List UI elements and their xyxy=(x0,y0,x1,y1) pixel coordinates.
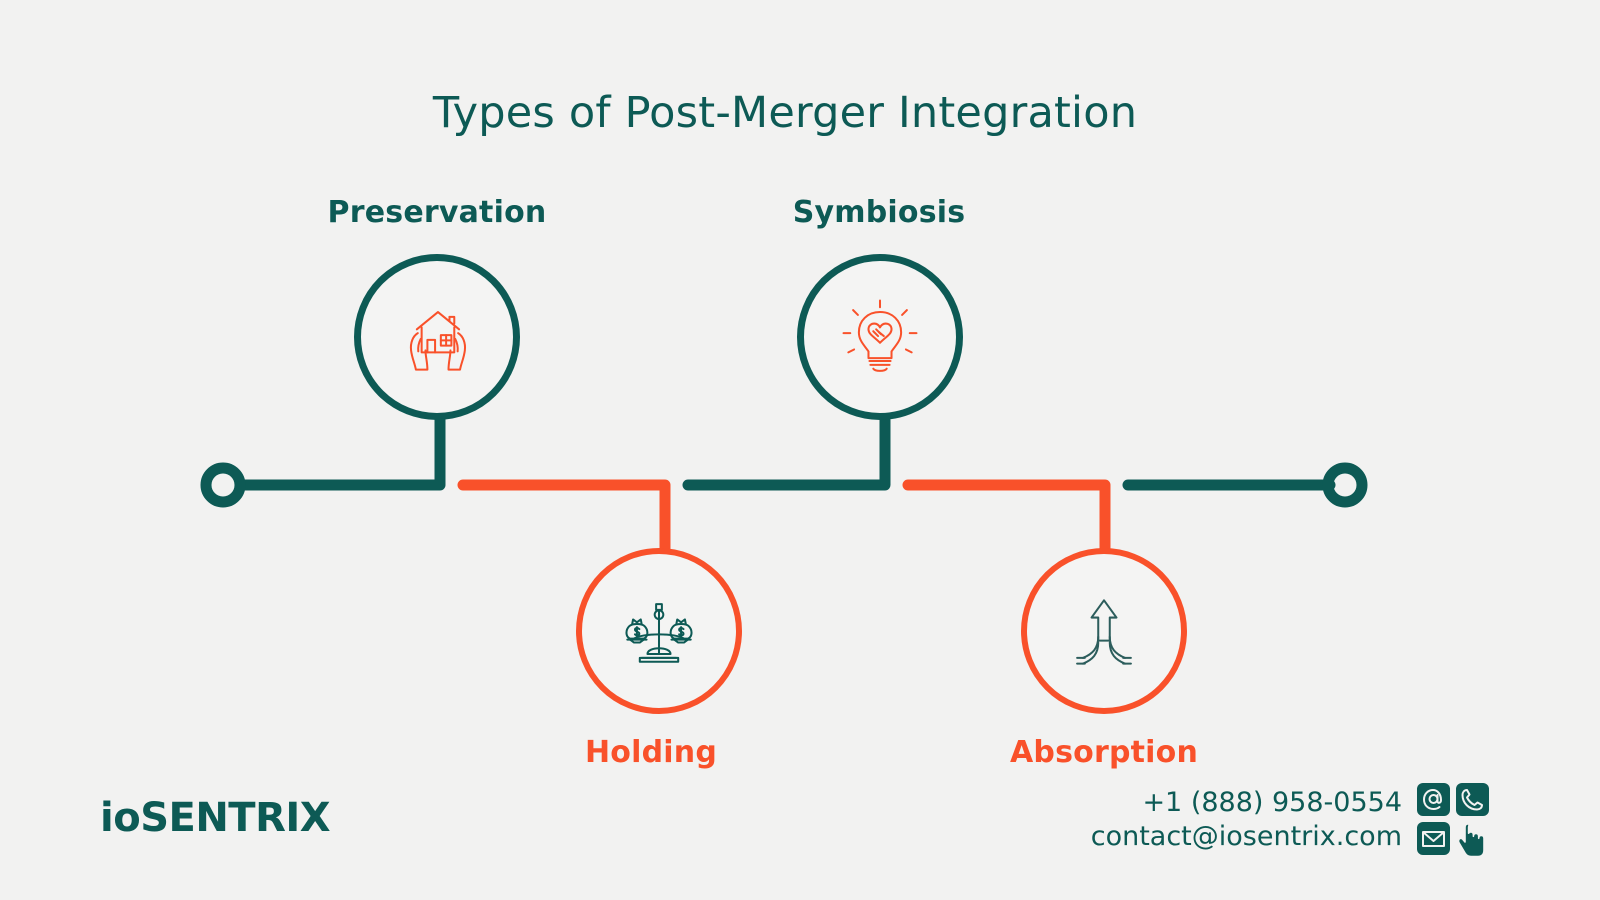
node-label-preservation: Preservation xyxy=(327,195,547,230)
page-title: Types of Post-Merger Integration xyxy=(432,88,1138,138)
timeline-end-node xyxy=(1322,462,1368,508)
phone-icon[interactable] xyxy=(1456,783,1489,816)
contact-block: +1 (888) 958-0554 contact@iosentrix.com xyxy=(1091,786,1402,854)
node-circle-symbiosis[interactable] xyxy=(797,254,963,420)
connector-left-teal xyxy=(234,414,446,491)
lightbulb-handshake-heart-icon xyxy=(842,299,918,372)
node-circle-holding[interactable] xyxy=(576,548,742,714)
connector-holding-orange xyxy=(457,479,671,556)
node-label-absorption: Absorption xyxy=(1009,735,1199,770)
brand-logo: ioSENTRIX xyxy=(100,795,331,841)
node-label-symbiosis: Symbiosis xyxy=(792,195,966,230)
envelope-icon[interactable] xyxy=(1417,822,1450,855)
connector-absorption-orange xyxy=(902,479,1111,556)
timeline-start-node xyxy=(200,462,246,508)
at-sign-icon[interactable] xyxy=(1417,783,1450,816)
node-circle-preservation[interactable] xyxy=(354,254,520,420)
balance-scale-money-bags-icon xyxy=(625,603,693,663)
house-in-hands-icon xyxy=(409,311,467,371)
contact-icons-group xyxy=(1417,783,1495,861)
node-label-holding: Holding xyxy=(585,735,717,770)
node-circle-absorption[interactable] xyxy=(1021,548,1187,714)
contact-email[interactable]: contact@iosentrix.com xyxy=(1090,821,1402,852)
merging-arrows-up-icon xyxy=(1076,599,1132,665)
connector-symbiosis-teal xyxy=(682,414,891,491)
contact-phone[interactable]: +1 (888) 958-0554 xyxy=(1142,787,1402,818)
pointing-hand-cursor-icon xyxy=(1456,822,1489,858)
